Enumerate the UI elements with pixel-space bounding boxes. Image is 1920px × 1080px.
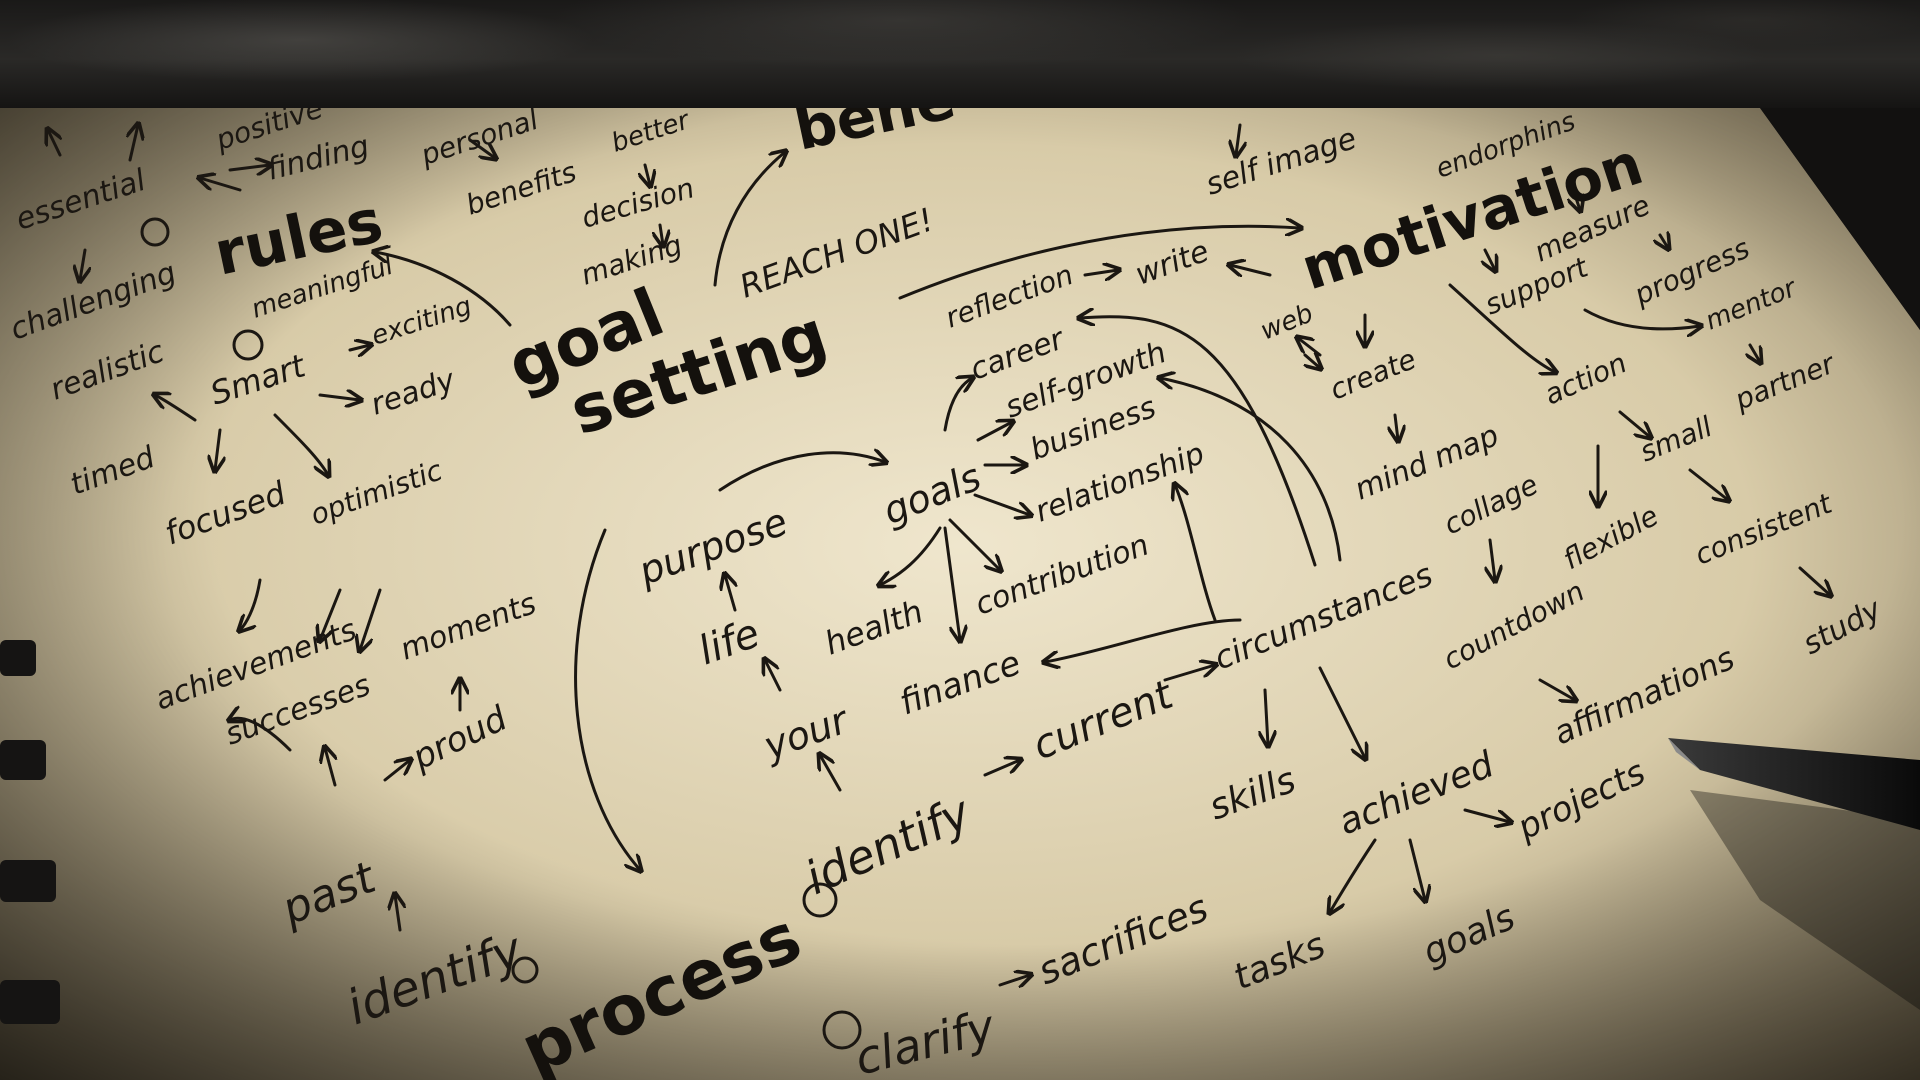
dark-desk-background bbox=[0, 0, 1920, 108]
pen bbox=[1668, 738, 1920, 1010]
mind-map-arrows bbox=[48, 125, 1830, 985]
page-shadow bbox=[0, 108, 1920, 1080]
circled-nodes bbox=[140, 217, 862, 1050]
spiral-binding bbox=[0, 640, 60, 1024]
